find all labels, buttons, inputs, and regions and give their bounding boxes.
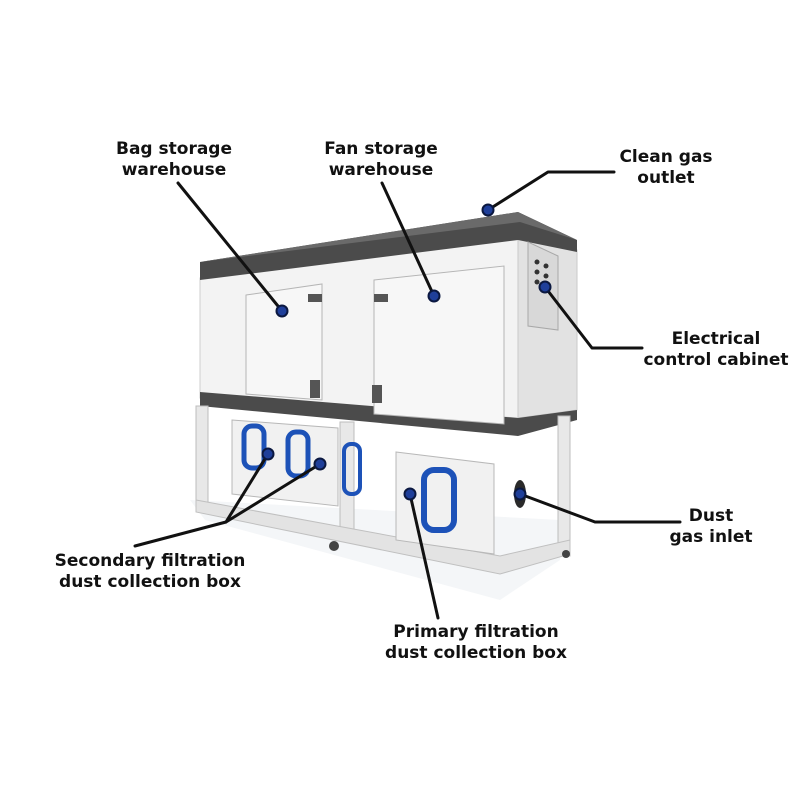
primary-window — [421, 467, 457, 533]
left-door-handle-top — [308, 294, 322, 302]
marker-electrical — [538, 280, 552, 294]
top-lid — [200, 212, 577, 262]
label-line: Fan storage — [324, 139, 438, 159]
marker-bag-storage — [275, 304, 289, 318]
right-door-handle-bottom — [372, 385, 382, 403]
label-line: warehouse — [121, 160, 227, 180]
right-door — [373, 265, 505, 425]
marker-clean-gas — [481, 203, 495, 217]
secondary-window-1 — [241, 423, 267, 471]
label-line: Electrical — [671, 329, 761, 349]
marker-secondary-2 — [313, 457, 327, 471]
label-primary-filtration: Primary filtration dust collection box — [378, 622, 574, 664]
label-fan-storage: Fan storage warehouse — [296, 139, 466, 181]
label-line: Secondary filtration — [54, 551, 246, 571]
label-line: warehouse — [328, 160, 434, 180]
label-bag-storage: Bag storage warehouse — [94, 139, 254, 181]
leader-primary — [408, 492, 440, 620]
caster — [562, 550, 570, 558]
label-line: Bag storage — [116, 139, 232, 159]
left-door-handle-bottom — [310, 380, 320, 398]
label-line: outlet — [637, 168, 695, 188]
leader-bag-storage — [176, 181, 284, 313]
left-leg — [195, 405, 209, 503]
secondary-window-3 — [342, 442, 362, 496]
label-line: gas inlet — [669, 527, 753, 547]
label-clean-gas-outlet: Clean gas outlet — [606, 147, 726, 189]
left-door — [245, 283, 323, 401]
leader-clean-gas — [486, 170, 616, 212]
label-dust-gas-inlet: Dust gas inlet — [646, 506, 776, 548]
label-line: control cabinet — [643, 350, 789, 370]
caster — [329, 541, 339, 551]
primary-box — [395, 451, 495, 555]
label-line: dust collection box — [59, 572, 241, 592]
secondary-box — [231, 419, 339, 507]
label-electrical-cabinet: Electrical control cabinet — [636, 329, 796, 371]
leader-fan-storage — [380, 181, 436, 298]
label-line: Dust — [688, 506, 734, 526]
marker-fan-storage — [427, 289, 441, 303]
marker-secondary-1 — [261, 447, 275, 461]
label-secondary-filtration: Secondary filtration dust collection box — [30, 551, 270, 593]
right-leg — [557, 415, 571, 557]
leader-secondary-b — [224, 462, 322, 524]
label-line: Primary filtration — [393, 622, 559, 642]
marker-primary — [403, 487, 417, 501]
label-line: Clean gas — [619, 147, 713, 167]
marker-dust-inlet — [513, 487, 527, 501]
top-frame — [200, 212, 577, 280]
label-line: dust collection box — [385, 643, 567, 663]
right-door-handle-top — [374, 294, 388, 302]
leader-electrical — [543, 285, 644, 350]
leader-dust-inlet — [518, 492, 682, 524]
